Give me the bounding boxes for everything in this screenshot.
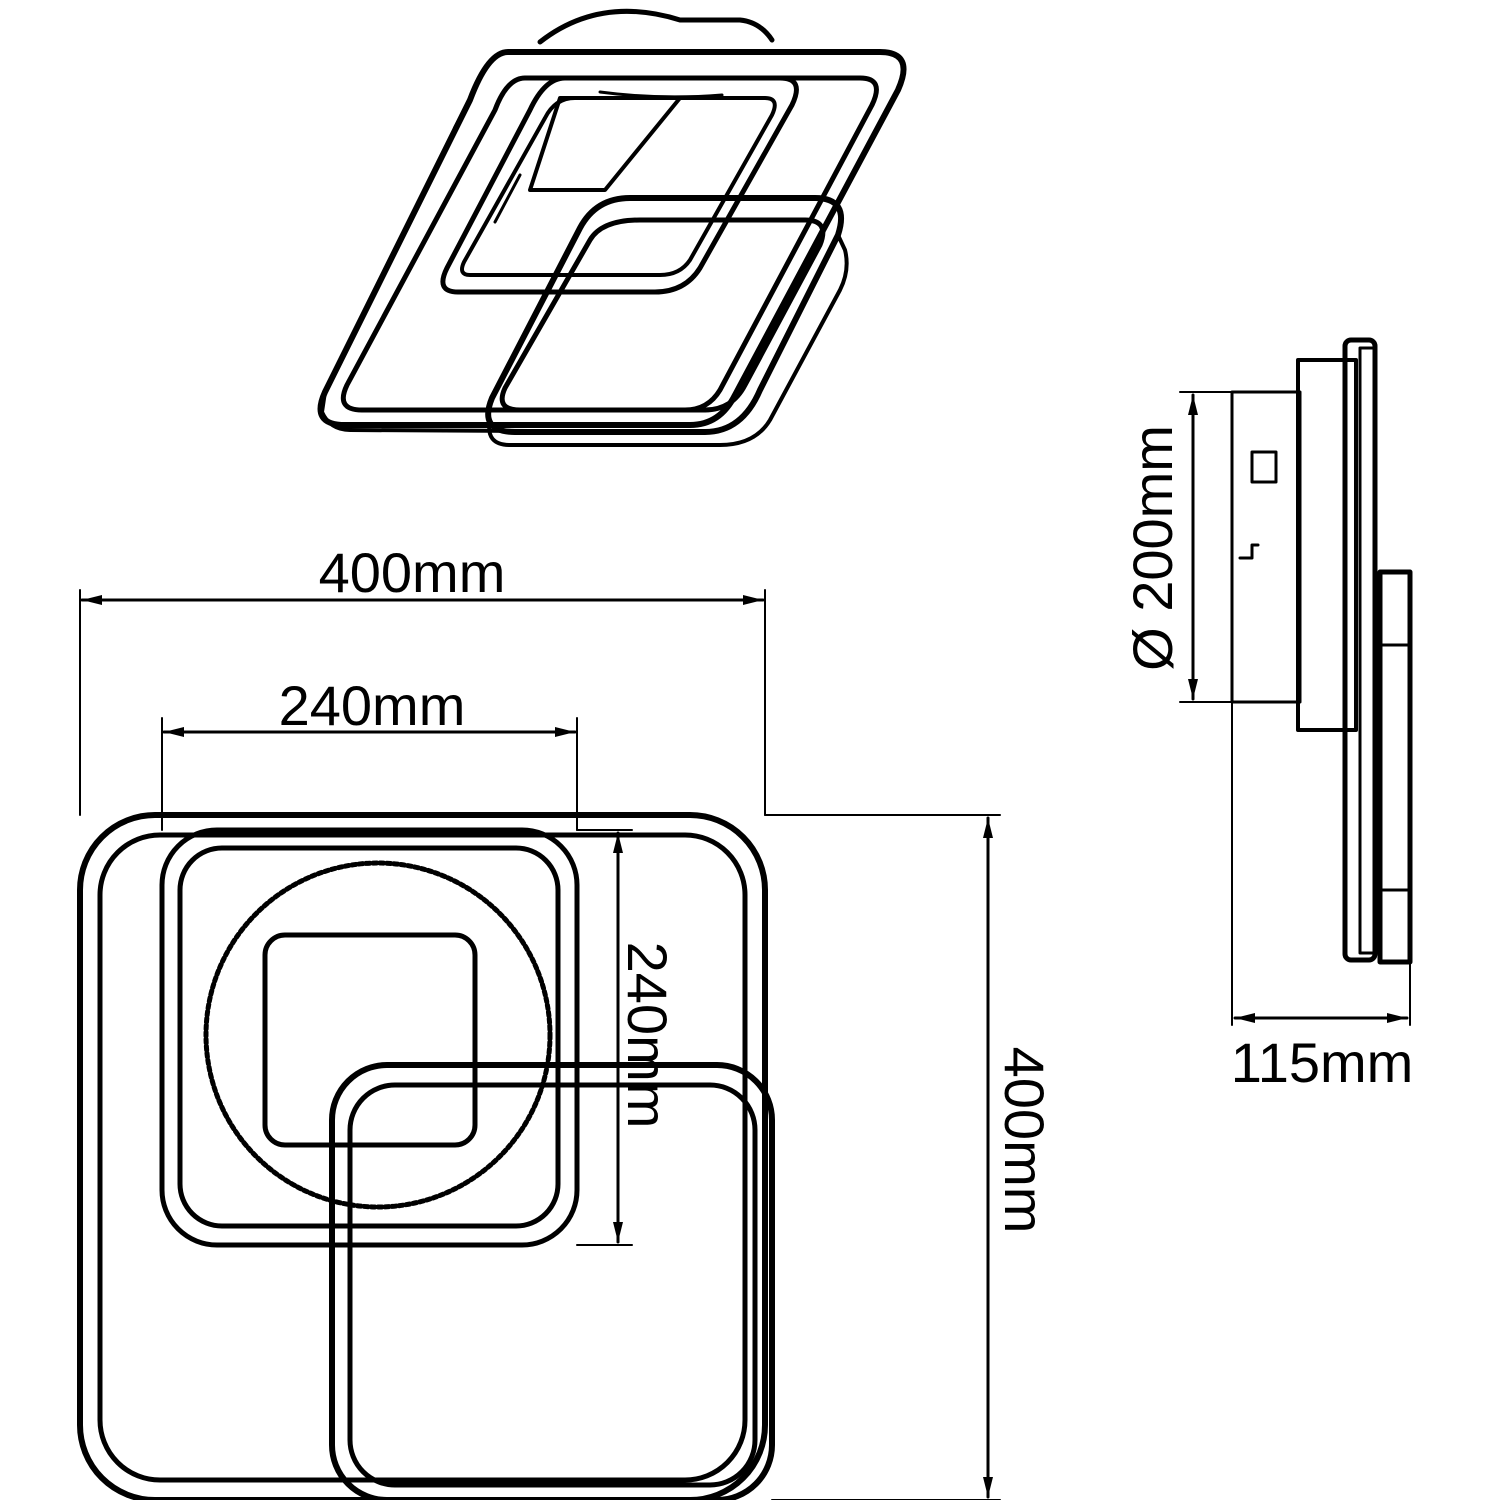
diameter-label: Ø 200mm — [1121, 425, 1184, 671]
dimension-depth-115: 115mm — [1231, 701, 1414, 1094]
dimension-inner-height-240: 240mm — [576, 829, 679, 1246]
side-view — [1230, 337, 1413, 965]
inner-width-label: 240mm — [279, 674, 466, 737]
perspective-view — [317, 8, 907, 447]
dimension-diameter-200: Ø 200mm — [1121, 391, 1233, 703]
front-view — [77, 812, 775, 1500]
depth-label: 115mm — [1231, 1031, 1414, 1094]
inner-height-label: 240mm — [616, 942, 679, 1129]
width-label: 400mm — [319, 541, 506, 604]
dimension-width-400: 400mm — [79, 541, 766, 816]
height-label: 400mm — [993, 1047, 1056, 1234]
dimension-height-400: 400mm — [764, 814, 1056, 1500]
dimension-inner-width-240: 240mm — [161, 674, 578, 831]
